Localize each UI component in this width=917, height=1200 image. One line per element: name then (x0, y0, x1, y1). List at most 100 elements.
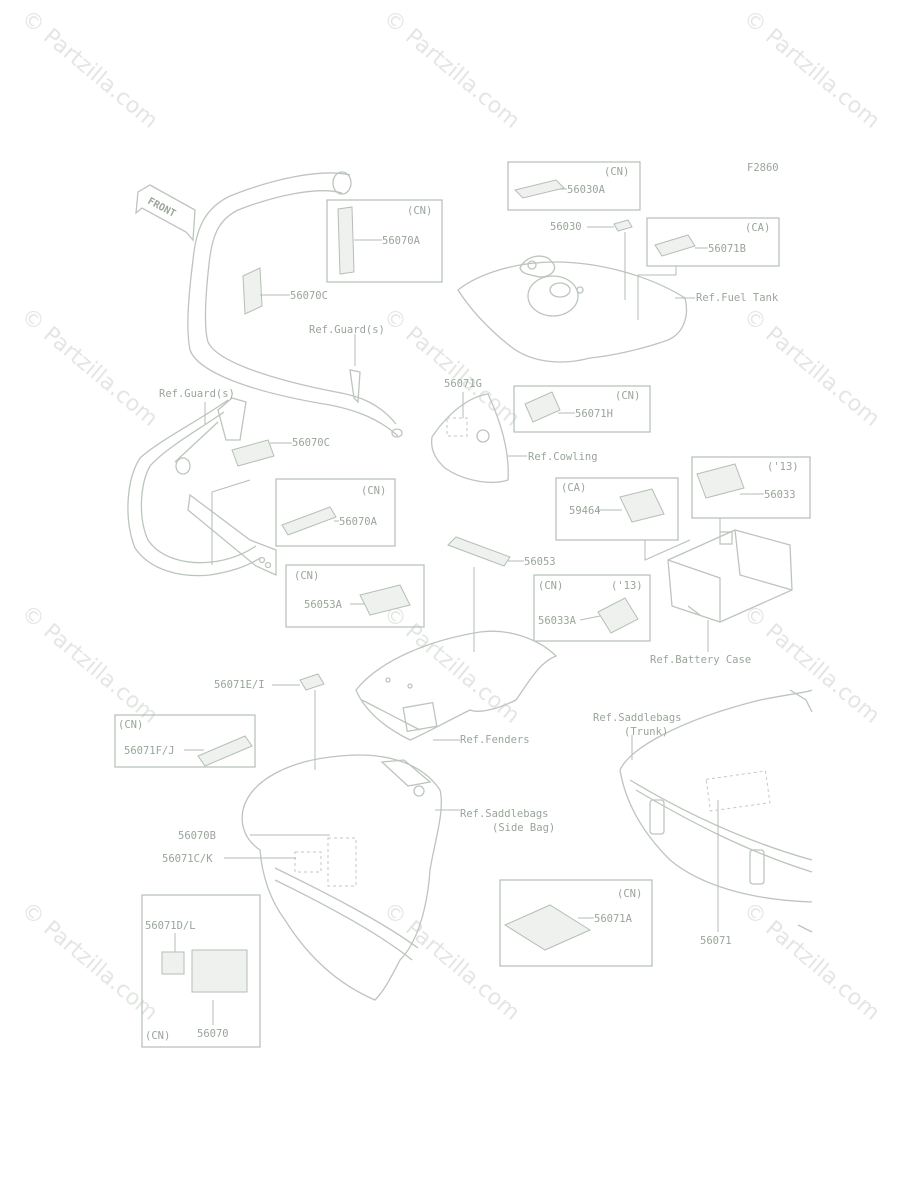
label-56071CK: 56071C/K (162, 853, 213, 865)
label-56070C-upper: 56070C (290, 290, 328, 302)
label-56071: 56071 (700, 935, 732, 947)
label-y13: ('13) (611, 580, 643, 592)
label-56030A: 56030A (567, 184, 606, 196)
watermark: © Partzilla.com (378, 303, 524, 431)
decal-56071A (503, 904, 592, 951)
callout-box-56071A (499, 879, 653, 967)
side-saddlebag (241, 754, 443, 1001)
label-56053A: 56053A (304, 599, 343, 611)
decal-56070A-lower (281, 506, 337, 536)
decal-56070C-upper (242, 267, 263, 315)
label-56033: 56033 (764, 489, 796, 501)
trunk-saddlebag (619, 689, 813, 933)
label-ref-guards-lower: Ref.Guard(s) (159, 388, 235, 400)
label-ref-saddlebags-trunk: Ref.Saddlebags (593, 712, 682, 724)
front-arrow-icon: FRONT (135, 184, 196, 242)
label-cn: (CN) (145, 1030, 170, 1042)
front-label: FRONT (146, 196, 178, 220)
label-56071FJ: 56071F/J (124, 745, 175, 757)
label-56071G: 56071G (444, 378, 482, 390)
callout-box-56030A (507, 161, 641, 211)
label-cn: (CN) (361, 485, 386, 497)
watermark: © Partzilla.com (16, 5, 162, 133)
callout-box-56053A (285, 564, 425, 628)
label-56070: 56070 (197, 1028, 229, 1040)
label-56053: 56053 (524, 556, 556, 568)
fuel-tank (457, 255, 688, 363)
decal-56030 (613, 219, 633, 232)
decal-56030A (514, 179, 565, 199)
label-cn: (CN) (118, 719, 143, 731)
label-ref-fuel-tank: Ref.Fuel Tank (696, 292, 779, 304)
label-ca: (CA) (561, 482, 586, 494)
label-cn: (CN) (617, 888, 642, 900)
decal-56070 (191, 949, 248, 993)
label-ref-fenders: Ref.Fenders (460, 734, 530, 746)
watermark: © Partzilla.com (16, 897, 162, 1025)
callout-box-56071DL (141, 894, 261, 1048)
label-56070B: 56070B (178, 830, 216, 842)
label-ref-battery-case: Ref.Battery Case (650, 654, 751, 666)
label-56033A: 56033A (538, 615, 577, 627)
label-side-bag: (Side Bag) (492, 822, 555, 834)
callout-box-56071H (513, 385, 651, 433)
watermark: © Partzilla.com (738, 5, 884, 133)
decal-56053A (359, 584, 411, 616)
watermark: © Partzilla.com (378, 600, 524, 728)
callout-box-56071B (646, 217, 780, 267)
label-56071B: 56071B (708, 243, 746, 255)
callout-box-56070A-lower (275, 478, 396, 547)
watermark-layer: © Partzilla.com © Partzilla.com © Partzi… (16, 5, 884, 1025)
watermark: © Partzilla.com (378, 5, 524, 133)
decal-56033A (597, 597, 639, 634)
watermark: © Partzilla.com (738, 897, 884, 1025)
figure-id: F2860 (747, 162, 779, 174)
decal-56071EI (299, 673, 325, 691)
decal-56071FJ (197, 735, 253, 767)
label-56070C-lower: 56070C (292, 437, 330, 449)
watermark: © Partzilla.com (738, 303, 884, 431)
decal-56071G (446, 417, 468, 437)
decal-56071CK (294, 851, 322, 873)
cowling (430, 393, 509, 483)
label-trunk: (Trunk) (624, 726, 668, 738)
decal-56071DL (161, 951, 185, 975)
decal-56070A-upper (337, 206, 355, 275)
decal-56053 (447, 536, 511, 567)
label-ca: (CA) (745, 222, 770, 234)
label-cn: (CN) (604, 166, 629, 178)
label-56071EI: 56071E/I (214, 679, 265, 691)
label-ref-saddlebags-side: Ref.Saddlebags (460, 808, 549, 820)
label-ref-cowling: Ref.Cowling (528, 451, 598, 463)
decal-59464 (619, 488, 665, 523)
decal-56033 (696, 463, 745, 499)
decal-56071H (524, 391, 561, 423)
label-59464: 59464 (569, 505, 601, 517)
label-56070A-upper: 56070A (382, 235, 421, 247)
fenders (355, 630, 558, 741)
callout-box-56070A-upper (326, 199, 443, 283)
label-56071DL: 56071D/L (145, 920, 196, 932)
callout-box-56033A (533, 574, 651, 642)
label-y13: ('13) (767, 461, 799, 473)
label-56030: 56030 (550, 221, 582, 233)
watermark: © Partzilla.com (16, 600, 162, 728)
upper-guard (187, 171, 403, 438)
label-ref-guards-upper: Ref.Guard(s) (309, 324, 385, 336)
lower-guard (127, 397, 277, 577)
label-cn: (CN) (538, 580, 563, 592)
watermark: © Partzilla.com (378, 897, 524, 1025)
decal-56070C-lower (231, 439, 275, 467)
label-cn: (CN) (615, 390, 640, 402)
decal-56071 (705, 770, 771, 812)
battery-case (667, 529, 793, 623)
label-56071H: 56071H (575, 408, 613, 420)
callout-box-56071FJ (114, 714, 256, 768)
watermark: © Partzilla.com (16, 303, 162, 431)
callout-box-56033 (691, 456, 811, 519)
label-cn: (CN) (294, 570, 319, 582)
label-56071A: 56071A (594, 913, 633, 925)
label-56070A-lower: 56070A (339, 516, 378, 528)
decal-56070B (327, 837, 357, 887)
decal-56071B (654, 234, 696, 257)
